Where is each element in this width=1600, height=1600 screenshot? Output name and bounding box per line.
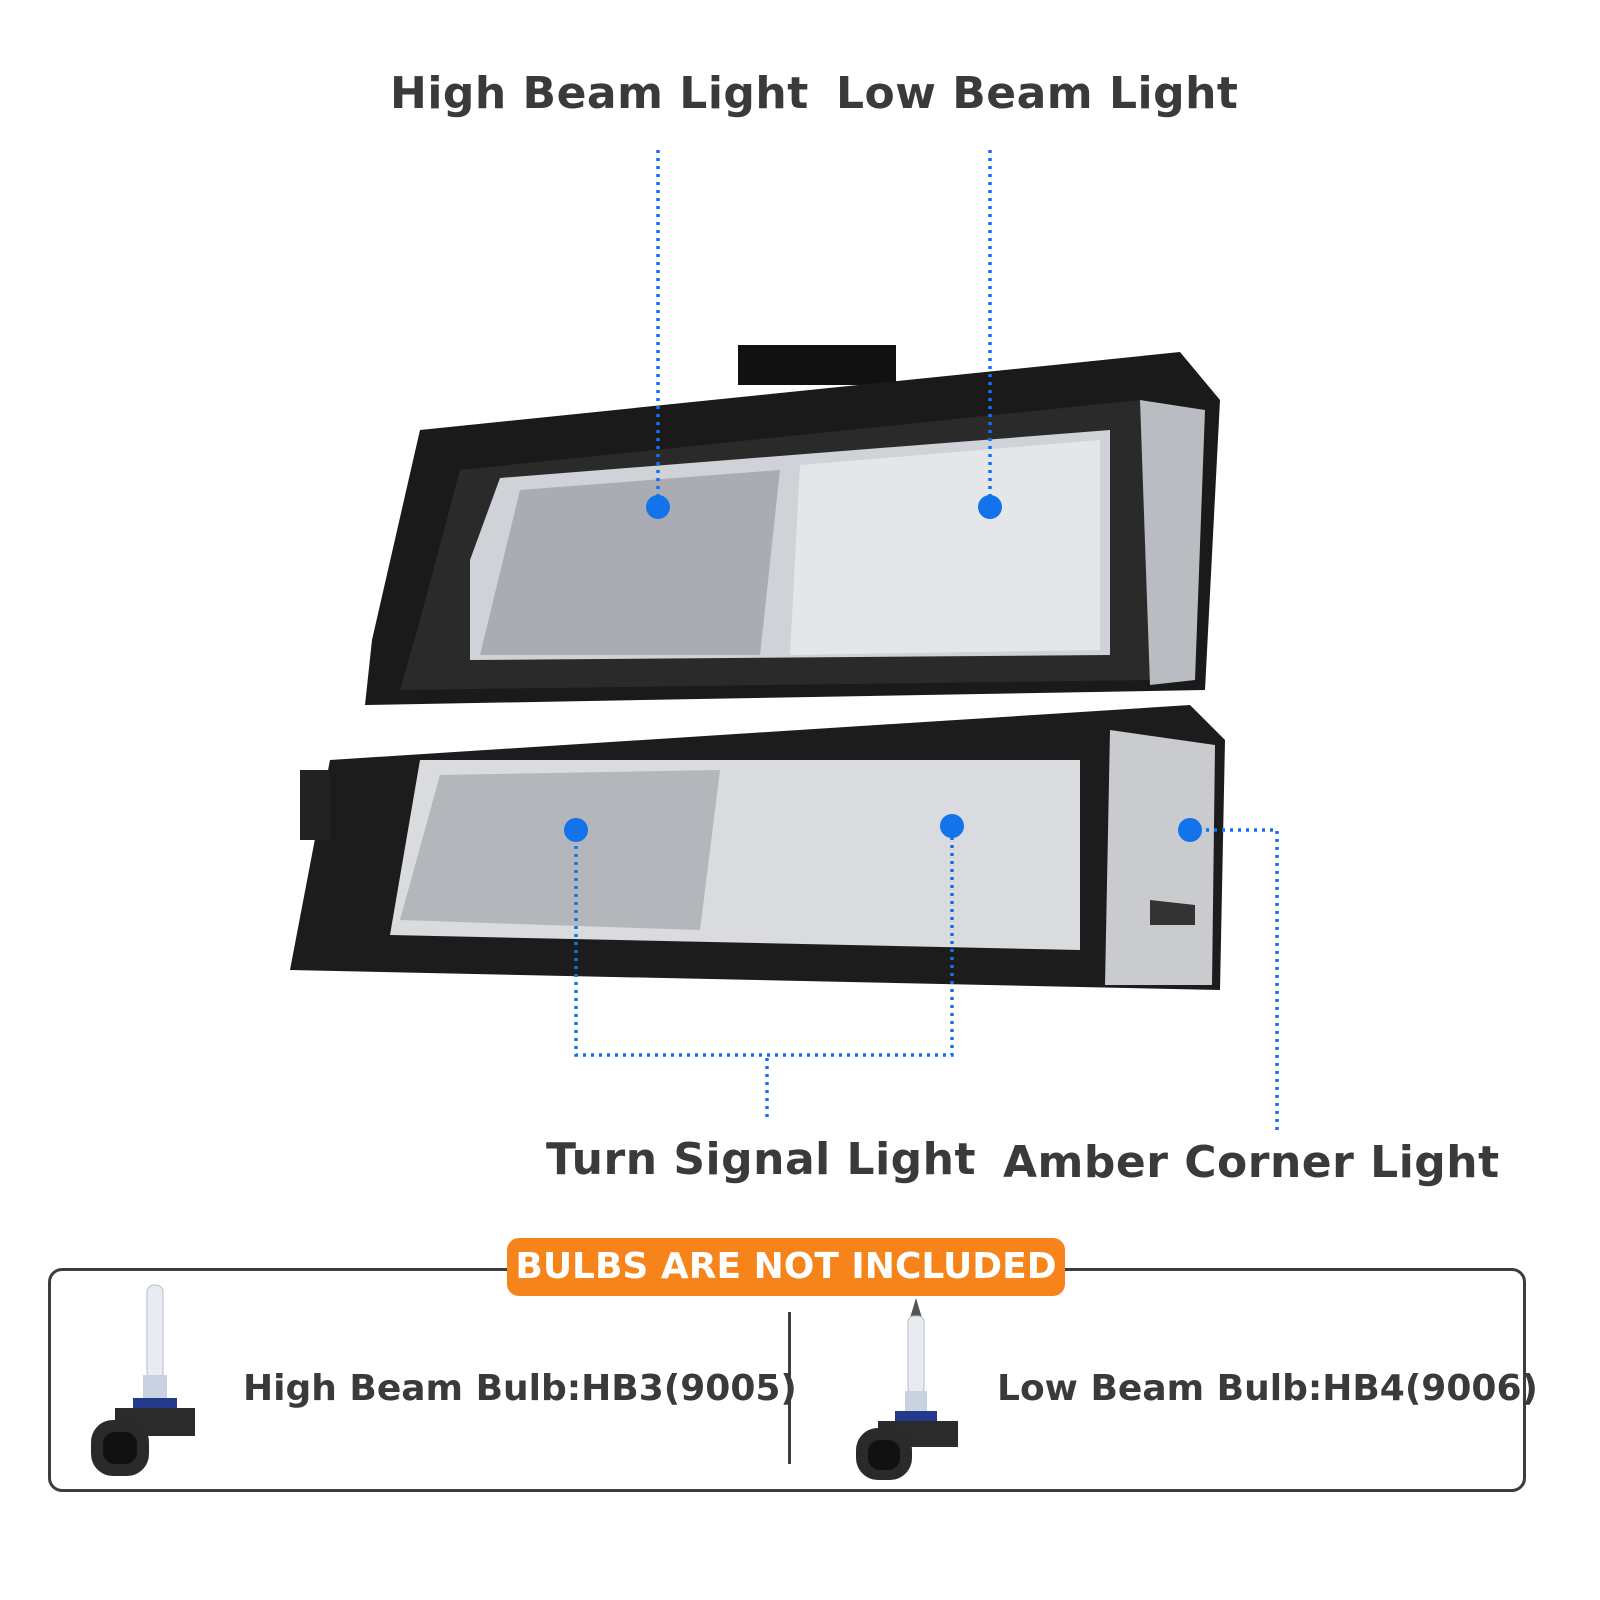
low-beam-label: Low Beam Light xyxy=(836,68,1239,119)
leader-lines xyxy=(574,150,1279,1135)
hb4-bulb-icon xyxy=(856,1298,958,1480)
hb3-bulb-icon xyxy=(91,1284,195,1476)
bulbs-not-included-badge: BULBS ARE NOT INCLUDED xyxy=(507,1238,1065,1296)
headlight-image xyxy=(290,345,1225,990)
high-beam-marker xyxy=(646,495,670,519)
amber-corner-marker xyxy=(1178,818,1202,842)
high-beam-bulb-label: High Beam Bulb:HB3(9005) xyxy=(243,1368,797,1409)
low-beam-marker xyxy=(978,495,1002,519)
amber-corner-label: Amber Corner Light xyxy=(1003,1137,1500,1188)
turn-signal-label: Turn Signal Light xyxy=(546,1134,977,1185)
high-beam-label: High Beam Light xyxy=(390,68,809,119)
divider xyxy=(788,1312,791,1464)
low-beam-bulb-label: Low Beam Bulb:HB4(9006) xyxy=(997,1368,1538,1409)
turn-signal-marker-left xyxy=(564,818,588,842)
turn-signal-marker-right xyxy=(940,814,964,838)
